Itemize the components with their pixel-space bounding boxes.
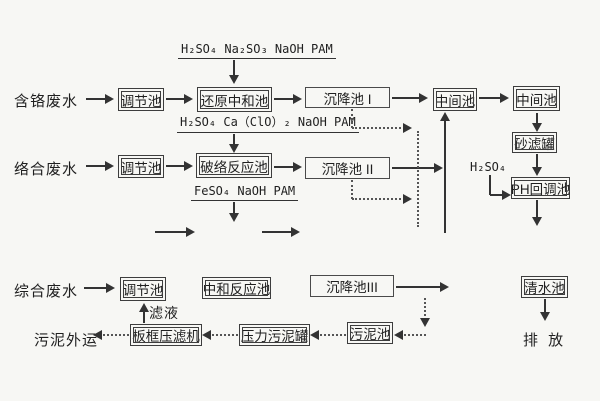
arrowhead-right-icon — [105, 161, 114, 171]
box-regulating-tank-2: 调节池 — [118, 155, 164, 178]
sludge-dotted-line — [96, 334, 129, 336]
dose-label-feso4: FeSO₄ NaOH PAM — [191, 184, 299, 201]
arrowhead-up-icon — [440, 112, 450, 121]
stream-label-comprehensive: 综合废水 — [14, 283, 79, 300]
arrowhead-down-icon — [532, 123, 542, 132]
arrowhead-right-icon — [403, 194, 412, 204]
filtrate-label: 滤液 — [149, 305, 179, 321]
flow-line — [536, 200, 538, 218]
box-complex-breaking-tank: 破络反应池 — [196, 153, 272, 178]
arrowhead-down-icon — [420, 318, 430, 327]
flow-line — [86, 165, 107, 167]
sludge-dotted-line — [424, 298, 426, 320]
box-sedimentation-tank-3: 沉降池III — [310, 275, 394, 297]
flow-line — [396, 286, 441, 288]
dose-label-complex-breaking: H₂SO₄ Ca（ClO）₂ NaOH PAM — [177, 113, 359, 133]
arrowhead-right-icon — [184, 94, 193, 104]
box-intermediate-tank-2: 中间池 — [513, 86, 560, 111]
flow-line — [479, 97, 501, 99]
flow-line — [274, 166, 295, 168]
arrowhead-right-icon — [184, 161, 193, 171]
sludge-dotted-line — [397, 334, 426, 336]
flow-line — [166, 165, 186, 167]
sludge-dotted-line — [352, 198, 405, 200]
discharge-label: 排 放 — [523, 332, 567, 349]
arrowhead-right-icon — [440, 282, 449, 292]
arrowhead-down-icon — [540, 312, 550, 321]
box-neutralization-reaction-tank: 中和反应池 — [202, 277, 271, 299]
arrowhead-down-icon — [532, 217, 542, 226]
flow-line — [166, 98, 186, 100]
flow-line — [392, 97, 420, 99]
flow-line — [544, 299, 546, 313]
flow-line — [86, 98, 107, 100]
flow-line — [536, 113, 538, 124]
box-plate-frame-filter-press: 板框压滤机 — [130, 324, 202, 346]
flow-line — [262, 231, 292, 233]
stream-label-complex: 络合废水 — [14, 161, 79, 178]
filtrate-return-line — [143, 312, 145, 323]
arrowhead-right-icon — [419, 93, 428, 103]
dose-label-ph: H₂SO₄ — [470, 160, 507, 174]
arrowhead-right-icon — [500, 93, 509, 103]
dose2-line — [233, 134, 235, 145]
sludge-dotted-line — [351, 180, 353, 199]
dose2-arrowhead-icon — [229, 144, 239, 153]
flow-line — [536, 154, 538, 168]
sludge-dotted-line — [313, 334, 346, 336]
flow-line — [274, 98, 294, 100]
arrowhead-left-icon — [202, 330, 211, 340]
flow-line — [392, 167, 436, 169]
sludge-dotted-line — [205, 334, 238, 336]
arrowhead-right-icon — [434, 163, 443, 173]
arrowhead-down-icon — [532, 167, 542, 176]
dose1-line — [233, 60, 235, 76]
arrowhead-right-icon — [105, 94, 114, 104]
sludge-transport-label: 污泥外运 — [34, 332, 99, 349]
box-ph-readjust-tank: PH回调池 — [511, 177, 570, 199]
dose1-arrowhead-icon — [229, 75, 239, 84]
arrowhead-right-icon — [293, 162, 302, 172]
box-regulating-tank-3: 调节池 — [120, 277, 166, 301]
flow-line — [84, 287, 108, 289]
box-intermediate-tank-1: 中间池 — [433, 88, 477, 111]
arrowhead-right-icon — [293, 94, 302, 104]
box-clean-water-tank: 清水池 — [521, 276, 568, 298]
arrowhead-left-icon — [93, 330, 102, 340]
flow-line — [155, 231, 187, 233]
arrowhead-up-icon — [139, 303, 149, 312]
box-regulating-tank-1: 调节池 — [118, 88, 164, 111]
arrowhead-right-icon — [186, 227, 195, 237]
box-sludge-tank: 污泥池 — [347, 322, 393, 344]
box-pressure-sludge-tank: 压力污泥罐 — [239, 324, 310, 346]
box-sedimentation-tank-1: 沉降池 I — [305, 87, 390, 108]
dose3-arrowhead-icon — [229, 213, 239, 222]
box-reduction-neutralization-tank: 还原中和池 — [197, 87, 272, 112]
box-sedimentation-tank-2: 沉降池 II — [305, 157, 390, 179]
arrowhead-left-icon — [310, 330, 319, 340]
sludge-dotted-line — [352, 127, 405, 129]
sludge-dotted-collector-line — [417, 131, 419, 227]
dose3-line — [233, 202, 235, 214]
riser-line — [444, 121, 446, 233]
stream-label-chromium: 含铬废水 — [14, 93, 79, 110]
dose-label-reduction: H₂SO₄ Na₂SO₃ NaOH PAM — [178, 42, 336, 59]
dose-ph-line — [490, 194, 504, 196]
sludge-dotted-line — [351, 109, 353, 128]
arrowhead-left-icon — [394, 330, 403, 340]
arrowhead-right-icon — [291, 227, 300, 237]
arrowhead-right-icon — [403, 123, 412, 133]
arrowhead-right-icon — [502, 190, 511, 200]
box-sand-filter: 砂滤罐 — [512, 132, 557, 153]
dose-ph-line — [489, 175, 491, 195]
arrowhead-right-icon — [106, 283, 115, 293]
